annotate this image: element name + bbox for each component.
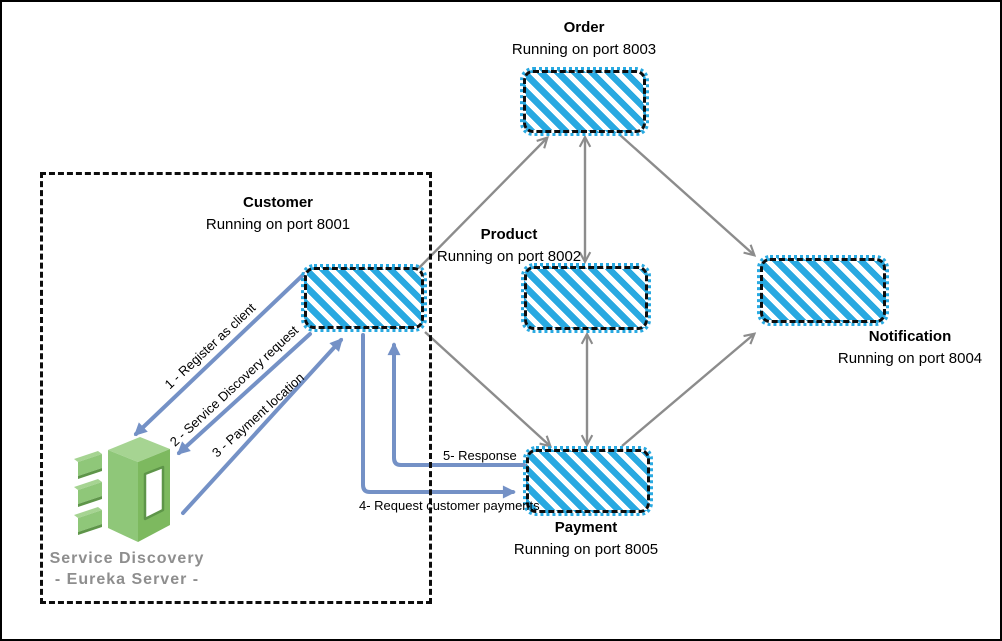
arrow-order-to-notification [619,134,753,254]
product-port-label: Running on port 8002 [436,248,582,265]
notification-port-label: Running on port 8004 [837,350,983,367]
service-node-notification [757,255,889,326]
service-node-payment [523,446,653,516]
order-title: Order [563,19,605,36]
arrow-service-discovery-request [176,332,312,455]
arrow-register-as-client [133,272,306,436]
eureka-caption-line2: - Eureka Server - [54,571,200,588]
customer-title: Customer [242,194,314,211]
arrow-customer-to-payment [424,331,549,445]
service-node-customer [301,264,427,332]
arrow-payment-to-notification [621,335,753,447]
eureka-server-icon [74,437,170,542]
flow-label-response: 5- Response [443,448,517,463]
customer-eureka-boundary [40,172,432,604]
arrow-request-customer-payments [361,333,516,499]
arrow-response [387,342,526,467]
service-node-product [521,263,651,333]
payment-port-label: Running on port 8005 [513,541,659,558]
product-title: Product [480,226,538,243]
payment-title: Payment [554,519,618,536]
eureka-caption-line1: Service Discovery [49,550,205,567]
service-node-order [520,67,649,136]
order-port-label: Running on port 8003 [511,41,657,58]
eureka-server-caption: Service Discovery - Eureka Server - [32,548,222,590]
notification-title: Notification [868,328,952,345]
arrow-payment-location [181,337,343,515]
flow-label-request-customer-payments: 4- Request customer payments [359,498,540,513]
customer-port-label: Running on port 8001 [205,216,351,233]
arrow-customer-to-order [414,139,546,273]
